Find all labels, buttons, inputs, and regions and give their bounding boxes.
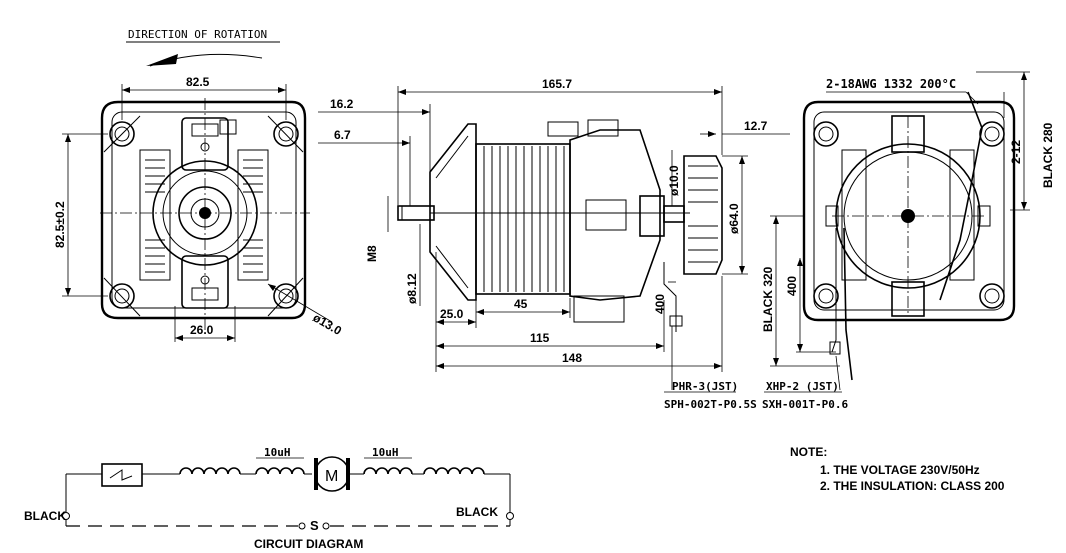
rotation-label: DIRECTION OF ROTATION — [128, 28, 267, 41]
note-title: NOTE: — [790, 445, 827, 459]
dim-12-7: 12.7 — [744, 119, 768, 133]
dim-115: 115 — [530, 331, 550, 345]
left-wire-label: BLACK — [24, 509, 66, 523]
dim-16-2: 16.2 — [330, 97, 354, 111]
connector-1-label: PHR-3(JST) — [672, 380, 738, 393]
coil-icon — [179, 467, 241, 475]
connector-2-label: XHP-2 (JST) — [766, 380, 839, 393]
side-view: 165.7 16.2 6.7 12.7 ø10.0 ø64.0 M8 ø8.12… — [318, 77, 790, 411]
coil-2-icon — [423, 467, 485, 475]
dim-148: 148 — [562, 351, 582, 365]
shaft-diameter: ø10.0 — [667, 165, 681, 196]
thermal-switch-icon — [101, 463, 143, 487]
width-dimension: 82.5 — [186, 75, 210, 89]
terminal-2-label: SXH-001T-P0.6 — [762, 398, 848, 411]
inductor-1-label: 10uH — [264, 446, 291, 459]
inductor-1-icon — [255, 467, 305, 475]
shaft-dia: ø8.12 — [405, 273, 419, 304]
black-280-label: BLACK 280 — [1041, 122, 1055, 188]
motor-symbol: M — [325, 468, 338, 485]
dim-6-7: 6.7 — [334, 128, 351, 142]
notes: NOTE: 1. THE VOLTAGE 230V/50Hz 2. THE IN… — [790, 445, 1005, 493]
thread-size: M8 — [365, 245, 379, 262]
dim-45: 45 — [514, 297, 528, 311]
circuit-title: CIRCUIT DIAGRAM — [254, 537, 363, 551]
circuit-diagram: 10uH M 10uH S BLACK BLACK CIRCUIT DIAGRA… — [24, 446, 514, 551]
note-item-1: 1. THE VOLTAGE 230V/50Hz — [820, 463, 980, 477]
switch-symbol: S — [310, 518, 319, 533]
right-wire-label: BLACK — [456, 505, 498, 519]
rotation-arrow-icon — [146, 54, 178, 66]
inductor-2-label: 10uH — [372, 446, 399, 459]
wire-spec-label: 2-18AWG 1332 200°C — [826, 77, 956, 91]
black-320-label: BLACK 320 — [761, 266, 775, 332]
height-dimension: 82.5±0.2 — [53, 201, 67, 248]
front-view: 82.5 82.5±0.2 26.0 ø13.0 — [53, 75, 344, 342]
inductor-2-icon — [363, 467, 413, 475]
rear-lead-400: 400 — [785, 276, 799, 296]
rotation-indicator: DIRECTION OF ROTATION — [126, 28, 280, 67]
dim-25: 25.0 — [440, 307, 464, 321]
terminal-1-label: SPH-002T-P0.5S — [664, 398, 757, 411]
bottom-dimension: 26.0 — [190, 323, 214, 337]
note-item-2: 2. THE INSULATION: CLASS 200 — [820, 479, 1005, 493]
overall-length: 165.7 — [542, 77, 572, 91]
strip-length-label: 2-12 — [1009, 140, 1023, 164]
hole-dimension: ø13.0 — [311, 310, 345, 338]
rear-view: 2-18AWG 1332 200°C BLACK 280 2-12 BLACK … — [761, 71, 1055, 411]
lead-400: 400 — [653, 294, 667, 314]
fan-diameter: ø64.0 — [727, 203, 741, 234]
